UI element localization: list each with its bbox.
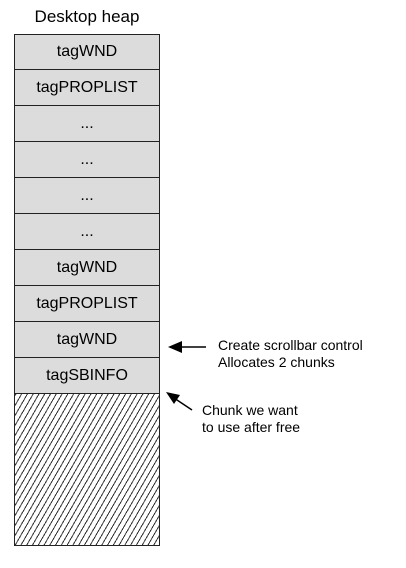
annotation-use-after-free: Chunk we want to use after free: [202, 402, 300, 436]
heap-chunk-tagwnd-3: tagWND: [14, 322, 160, 358]
heap-chunk-ellipsis-1: ...: [14, 106, 160, 142]
free-heap-area: [14, 394, 160, 546]
heap-chunk-tagwnd-2: tagWND: [14, 250, 160, 286]
heap-chunk-tagproplist-2: tagPROPLIST: [14, 286, 160, 322]
diagram-title: Desktop heap: [34, 7, 140, 26]
arrow-to-tagwnd: [168, 341, 206, 353]
annotation-create-line2: Allocates 2 chunks: [218, 354, 335, 370]
heap-chunk-ellipsis-3: ...: [14, 178, 160, 214]
annotation-chunk-line1: Chunk we want: [202, 402, 298, 418]
heap-chunk-tagsbinfo: tagSBINFO: [14, 358, 160, 394]
heap-chunk-ellipsis-4: ...: [14, 214, 160, 250]
desktop-heap: tagWND tagPROPLIST ... ... ... ... tagWN…: [14, 34, 160, 546]
arrow-to-tagsbinfo: [166, 392, 193, 411]
annotation-create-line1: Create scrollbar control: [218, 337, 363, 353]
heap-chunk-tagproplist-1: tagPROPLIST: [14, 70, 160, 106]
heap-chunk-tagwnd-1: tagWND: [14, 34, 160, 70]
heap-chunk-ellipsis-2: ...: [14, 142, 160, 178]
annotation-chunk-line2: to use after free: [202, 419, 301, 435]
annotation-create-scrollbar: Create scrollbar control Allocates 2 chu…: [218, 337, 363, 371]
